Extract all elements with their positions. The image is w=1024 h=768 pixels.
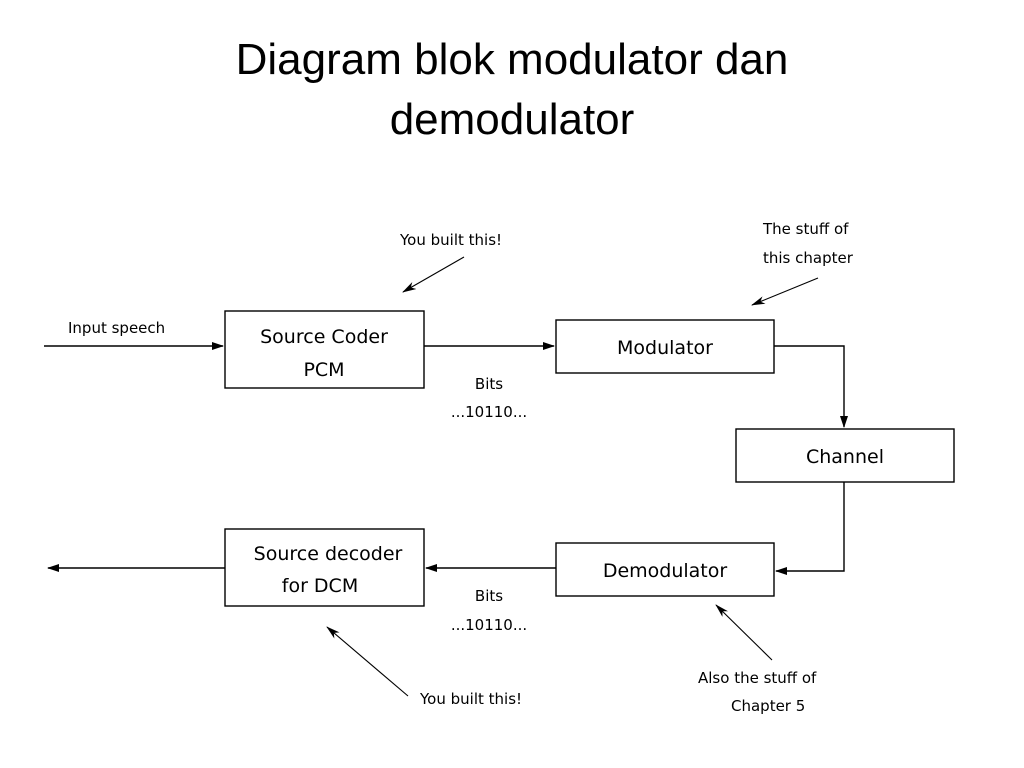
source-coder-block: Source Coder PCM	[224, 310, 425, 389]
channel-block: Channel	[735, 428, 955, 483]
source-coder-label-line2: PCM	[303, 359, 344, 381]
bits-top-value: ...10110...	[451, 403, 527, 421]
title-line-1: Diagram blok modulator dan	[235, 35, 789, 84]
you-built-this-bottom-pointer	[326, 626, 409, 697]
slide-title: Diagram blok modulator dan demodulator	[112, 30, 912, 150]
bits-top-label: Bits	[475, 375, 503, 393]
source-coder-label-line1: Source Coder	[260, 326, 388, 348]
modulator-to-channel-arrow	[774, 345, 848, 428]
bits-bottom-value: ...10110...	[451, 616, 527, 634]
you-built-this-top-pointer	[402, 256, 465, 293]
channel-to-demodulator-arrow	[775, 482, 845, 575]
bits-bottom-label: Bits	[475, 587, 503, 605]
stuff-of-chapter-pointer	[751, 277, 819, 306]
stuff-of-chapter-note-line1: The stuff of	[762, 220, 849, 238]
modulator-label: Modulator	[617, 337, 713, 359]
chapter5-note-line2: Chapter 5	[731, 697, 805, 715]
modulator-block: Modulator	[555, 319, 775, 374]
source-decoder-label-line1: Source decoder	[254, 543, 403, 565]
stuff-of-chapter-note-line2: this chapter	[763, 249, 854, 267]
you-built-this-top-note: You built this!	[399, 231, 502, 249]
title-line-2: demodulator	[389, 95, 635, 144]
demodulator-label: Demodulator	[603, 560, 728, 582]
channel-label: Channel	[806, 446, 884, 468]
source-decoder-block: Source decoder for DCM	[224, 528, 425, 607]
chapter5-pointer	[715, 604, 773, 661]
you-built-this-bottom-note: You built this!	[419, 690, 522, 708]
input-speech-label: Input speech	[68, 319, 165, 337]
chapter5-note-line1: Also the stuff of	[698, 669, 817, 687]
source-decoder-label-line2: for DCM	[282, 575, 358, 597]
demodulator-block: Demodulator	[555, 542, 775, 597]
